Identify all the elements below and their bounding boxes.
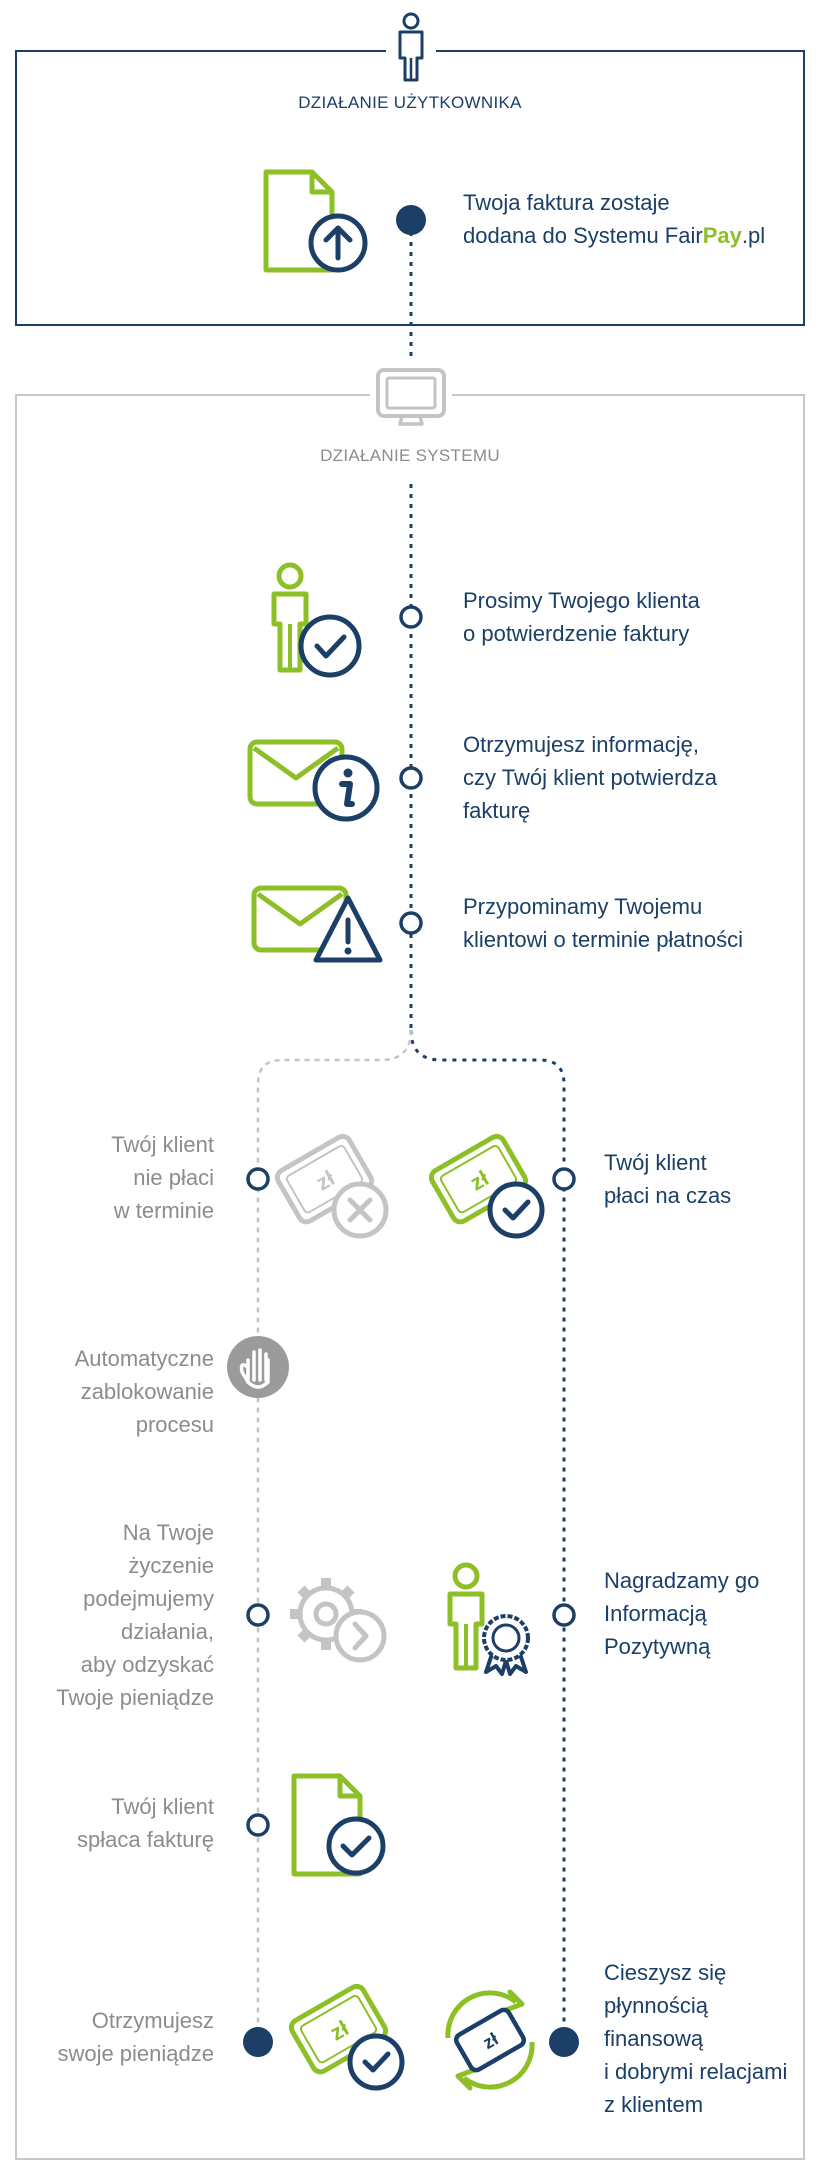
document-upload-icon: [263, 169, 368, 273]
node-reward: [552, 1603, 576, 1627]
text-line: w terminie: [113, 1198, 214, 1223]
left-repays: Twój klient spłaca fakturę: [20, 1790, 214, 1856]
node-info-confirm: [399, 766, 423, 790]
left-recovery: Na Twoje życzenie podejmujemy działania,…: [20, 1516, 214, 1714]
node-ask-confirm: [399, 605, 423, 629]
step-invoice-added: Twoja faktura zostaje dodana do Systemu …: [463, 186, 765, 252]
text-line: Otrzymujesz informację,: [463, 732, 699, 757]
text-line: płynnością: [604, 1993, 708, 2018]
person-check-icon: [271, 562, 362, 678]
node-recovery: [246, 1603, 270, 1627]
monitor-icon: [370, 366, 452, 430]
right-pays-on-time: Twój klient płaci na czas: [604, 1146, 731, 1212]
step-info-confirm: Otrzymujesz informację, czy Twój klient …: [463, 728, 717, 827]
text-line: fakturę: [463, 798, 531, 823]
banknote-cycle-icon: zł: [445, 1989, 535, 2091]
text-line: swoje pieniądze: [57, 2041, 214, 2066]
text-line: czy Twój klient potwierdza: [463, 765, 717, 790]
text-line: zablokowanie: [80, 1379, 214, 1404]
hand-stop-icon: [227, 1336, 289, 1398]
text-line: finansową: [604, 2026, 704, 2051]
text-line: aby odzyskać: [80, 1652, 214, 1677]
user-action-header: DZIAŁANIE UŻYTKOWNIKA: [298, 93, 522, 112]
brand-pay: Pay: [702, 223, 742, 248]
svg-text:zł: zł: [326, 2015, 353, 2045]
person-badge-icon: [447, 1562, 530, 1676]
document-check-icon: [291, 1773, 386, 1877]
right-reward: Nagradzamy go Informacją Pozytywną: [604, 1564, 759, 1663]
banknote-x-icon: zł: [274, 1133, 389, 1239]
text-line: działania,: [121, 1619, 214, 1644]
text-line: płaci na czas: [604, 1183, 732, 1208]
text-line: spłaca fakturę: [77, 1827, 214, 1852]
text-line: Twój klient: [604, 1150, 707, 1175]
node-get-money: [243, 2027, 273, 2057]
text-line: Cieszysz się: [604, 1960, 727, 1985]
envelope-warning-icon: [251, 885, 383, 963]
user-icon: [386, 10, 436, 86]
invoice-added-line1: Twoja faktura zostaje: [463, 190, 670, 215]
text-line: nie płaci: [133, 1165, 214, 1190]
text-line: Automatyczne: [74, 1346, 214, 1371]
text-line: Przypominamy Twojemu: [463, 894, 703, 919]
text-line: Na Twoje: [122, 1520, 214, 1545]
node-reminder: [399, 911, 423, 935]
brand-domain: .pl: [741, 223, 766, 248]
text-line: z klientem: [604, 2092, 704, 2117]
text-line: Twój klient: [111, 1132, 214, 1157]
step-reminder: Przypominamy Twojemu klientowi o termini…: [463, 890, 743, 956]
left-not-paid: Twój klient nie płaci w terminie: [20, 1128, 214, 1227]
text-line: podejmujemy: [83, 1586, 214, 1611]
system-action-header: DZIAŁANIE SYSTEMU: [320, 446, 500, 465]
invoice-added-text: dodana do Systemu Fair: [463, 223, 703, 248]
right-liquidity: Cieszysz się płynnością finansową i dobr…: [604, 1956, 787, 2121]
node-repays: [246, 1813, 270, 1837]
svg-text:zł: zł: [312, 1165, 339, 1195]
text-line: procesu: [135, 1412, 214, 1437]
text-line: Twój klient: [111, 1794, 214, 1819]
left-get-money: Otrzymujesz swoje pieniądze: [20, 2004, 214, 2070]
text-line: Nagradzamy go: [604, 1568, 760, 1593]
text-line: o potwierdzenie faktury: [463, 621, 690, 646]
node-pays-on-time: [552, 1167, 576, 1191]
text-line: Informacją: [604, 1601, 707, 1626]
text-line: i dobrymi relacjami: [604, 2059, 788, 2084]
text-line: klientowi o terminie płatności: [463, 927, 744, 952]
text-line: Pozytywną: [604, 1634, 711, 1659]
node-not-paid: [246, 1167, 270, 1191]
node-invoice-added: [396, 205, 426, 235]
node-liquidity: [549, 2027, 579, 2057]
text-line: życzenie: [128, 1553, 214, 1578]
banknote-check-icon-2: zł: [288, 1983, 405, 2091]
step-ask-confirm: Prosimy Twojego klienta o potwierdzenie …: [463, 584, 700, 650]
invoice-added-line2: dodana do Systemu FairPay.pl: [463, 219, 765, 252]
text-line: Otrzymujesz: [91, 2008, 214, 2033]
banknote-check-icon: zł: [428, 1133, 545, 1239]
svg-text:zł: zł: [466, 1165, 493, 1195]
gear-arrow-icon: [290, 1578, 387, 1663]
text-line: Twoje pieniądze: [56, 1685, 214, 1710]
envelope-info-icon: [247, 739, 380, 822]
left-blocked: Automatyczne zablokowanie procesu: [20, 1342, 214, 1441]
text-line: Prosimy Twojego klienta: [463, 588, 700, 613]
